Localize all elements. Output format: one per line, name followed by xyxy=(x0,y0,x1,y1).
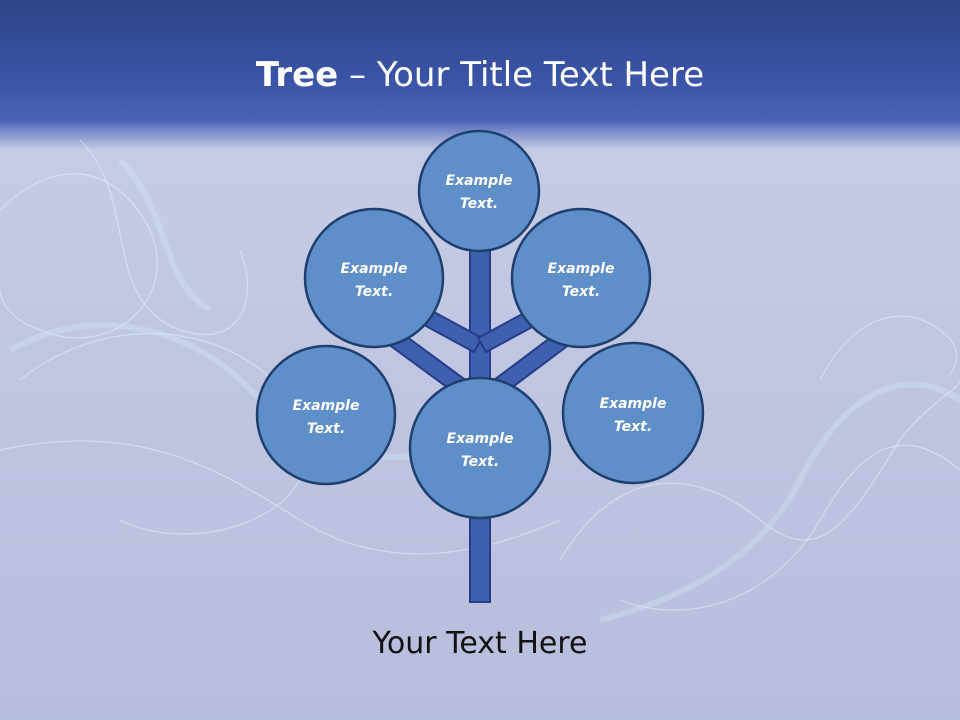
node-label-line1: Example xyxy=(341,261,408,277)
title-separator: – xyxy=(338,55,377,95)
tree-node-center: Example Text. xyxy=(408,376,552,520)
node-label-line2: Text. xyxy=(307,421,345,437)
node-label-line1: Example xyxy=(548,261,615,277)
footer-text: Your Text Here xyxy=(372,626,588,661)
tree-node-upper-left: Example Text. xyxy=(303,207,445,349)
node-label-line1: Example xyxy=(600,396,667,412)
node-label-line2: Text. xyxy=(355,284,393,300)
slide-title: Tree – Your Title Text Here xyxy=(0,52,960,98)
title-strong: Tree xyxy=(255,55,339,95)
tree-node-lower-right: Example Text. xyxy=(561,341,705,485)
node-label-line2: Text. xyxy=(562,284,600,300)
node-label-line1: Example xyxy=(293,398,360,414)
tree-node-top: Example Text. xyxy=(417,129,541,253)
header-band xyxy=(0,0,960,150)
node-label-line1: Example xyxy=(447,431,514,447)
tree-node-lower-left: Example Text. xyxy=(255,344,397,486)
tree-node-upper-right: Example Text. xyxy=(510,207,652,349)
node-label-line1: Example xyxy=(446,173,513,189)
node-label-line2: Text. xyxy=(460,196,498,212)
node-label-line2: Text. xyxy=(614,419,652,435)
title-rest: Your Title Text Here xyxy=(376,55,705,95)
node-label-line2: Text. xyxy=(461,454,499,470)
